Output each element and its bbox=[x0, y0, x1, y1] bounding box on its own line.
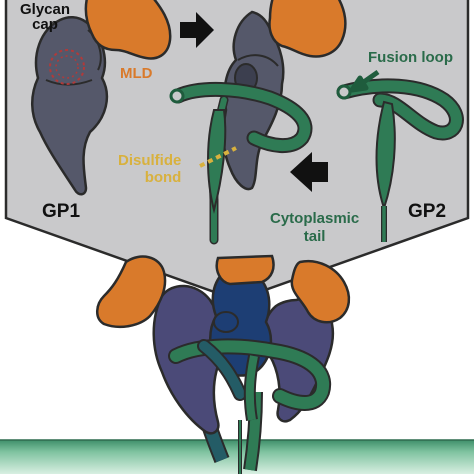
disulfide-bond-label: Disulfide bond bbox=[118, 152, 182, 187]
glycan-cap-label: Glycan cap bbox=[20, 1, 71, 33]
viral-membrane bbox=[0, 440, 474, 474]
gp1-gp2-complex bbox=[169, 10, 313, 245]
fusion-loop-label: Fusion loop bbox=[368, 49, 453, 66]
glycan-cap-middle bbox=[268, 0, 347, 58]
left-arrow-icon bbox=[290, 152, 328, 192]
gp2-label: GP2 bbox=[408, 201, 447, 222]
disulfide-bond-marker bbox=[199, 146, 237, 168]
gp-trimer bbox=[96, 254, 351, 474]
fusion-loop-arrow-icon bbox=[349, 69, 380, 93]
gp2-structure bbox=[336, 78, 464, 242]
cytoplasmic-tail-label: Cytoplasmic tail bbox=[270, 210, 360, 245]
mld-label: MLD bbox=[120, 65, 153, 82]
rbd-marker bbox=[49, 49, 85, 85]
right-arrow-icon bbox=[180, 12, 214, 48]
glycan-cap-left bbox=[84, 0, 172, 60]
gp1-label: GP1 bbox=[42, 201, 81, 222]
